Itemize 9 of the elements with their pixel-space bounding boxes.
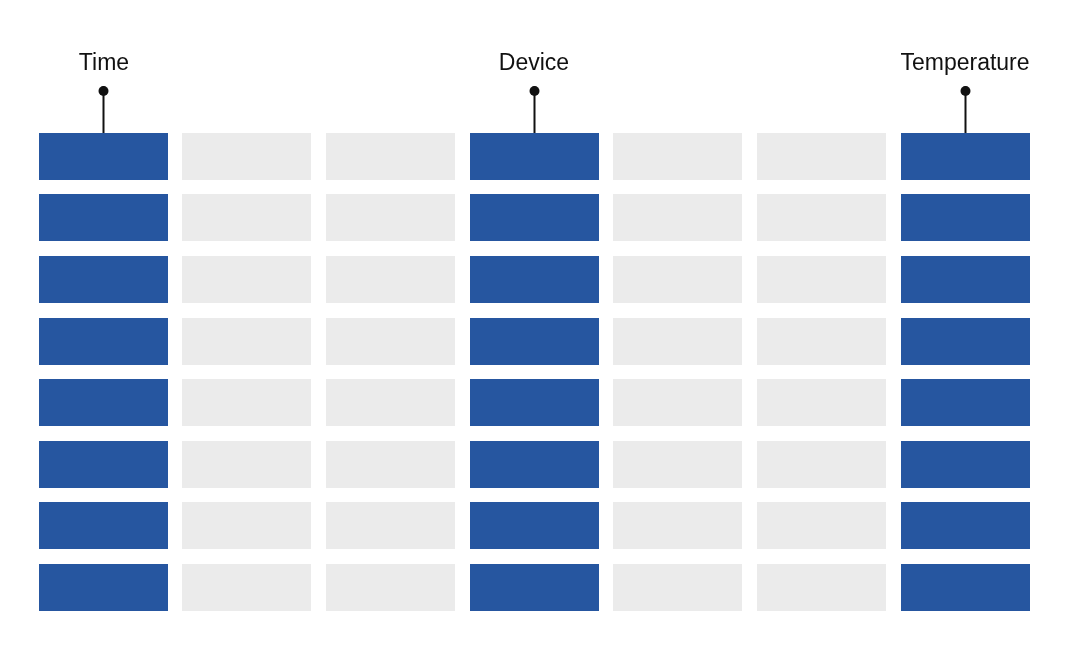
highlighted-cell (39, 133, 168, 180)
highlighted-cell (901, 133, 1030, 180)
highlighted-cell (470, 133, 599, 180)
leader-line (98, 85, 109, 134)
leader-line (529, 85, 540, 134)
column-label: Time (78, 48, 130, 86)
leader-line (960, 85, 971, 134)
column-label: Device (498, 48, 570, 86)
column-label: Temperature (900, 48, 1030, 86)
